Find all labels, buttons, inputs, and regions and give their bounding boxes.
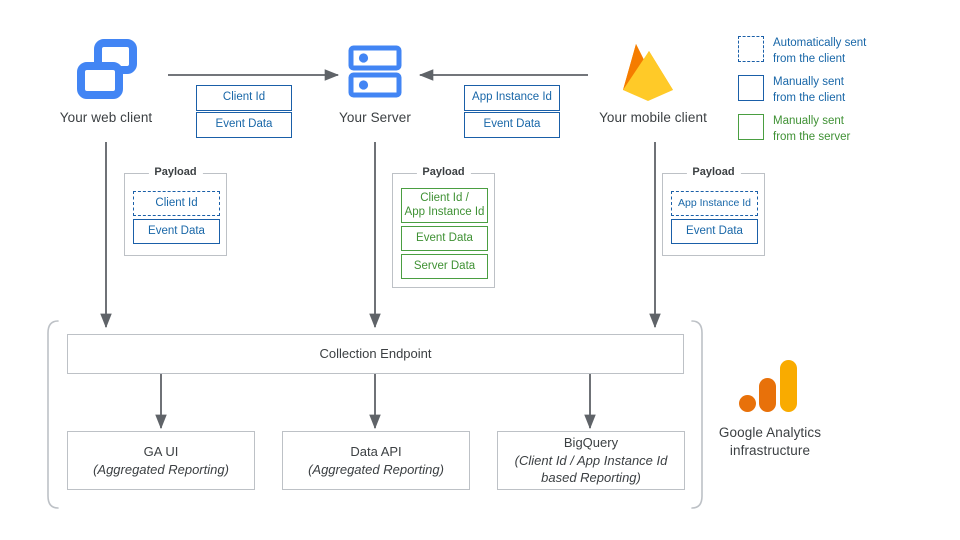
legend-swatch-dashed-blue-icon bbox=[738, 36, 764, 62]
payload-legend: Payload bbox=[148, 166, 203, 178]
chip-web-client-id: Client Id bbox=[196, 85, 292, 111]
google-analytics-logo bbox=[738, 357, 800, 419]
payload-server: Payload Client Id / App Instance Id Even… bbox=[392, 166, 495, 288]
server-icon bbox=[348, 45, 402, 99]
legend-line2: from the server bbox=[773, 130, 851, 143]
legend-line1: Manually sent bbox=[773, 115, 844, 127]
chip-mobile-app-instance-id: App Instance Id bbox=[464, 85, 560, 111]
legend-line1: Manually sent bbox=[773, 76, 844, 88]
output-subtitle: (Aggregated Reporting) bbox=[93, 461, 229, 477]
payload-legend: Payload bbox=[686, 166, 741, 178]
payload-legend: Payload bbox=[416, 166, 471, 178]
payload-item-line1: Client Id / bbox=[420, 192, 469, 205]
payload-item-event-data: Event Data bbox=[671, 219, 758, 244]
payload-item-event-data: Event Data bbox=[401, 226, 488, 251]
legend-item-manually-sent-client: Manually sent from the client bbox=[738, 75, 845, 106]
chip-web-event-data: Event Data bbox=[196, 112, 292, 138]
output-title: GA UI bbox=[143, 443, 179, 459]
legend-line2: from the client bbox=[773, 91, 846, 104]
payload-item-server-data: Server Data bbox=[401, 254, 488, 279]
legend-line2: from the client bbox=[773, 52, 846, 65]
legend-item-text: Automatically sent from the client bbox=[773, 36, 866, 67]
ga-infrastructure-label-line2: infrastructure bbox=[729, 443, 811, 459]
ga-infrastructure-label: Google Analytics infrastructure bbox=[690, 424, 850, 460]
ga-infrastructure-label-line1: Google Analytics bbox=[718, 425, 822, 440]
payload-item-line2: App Instance Id bbox=[404, 205, 485, 218]
collection-endpoint-label: Collection Endpoint bbox=[319, 346, 432, 362]
bracket-left bbox=[47, 320, 59, 509]
bracket-right bbox=[691, 320, 703, 509]
collection-endpoint-box: Collection Endpoint bbox=[67, 334, 684, 374]
web-client-label: Your web client bbox=[59, 110, 153, 125]
legend-item-text: Manually sent from the server bbox=[773, 114, 850, 145]
payload-item-client-id: Client Id bbox=[133, 191, 220, 216]
windows-icon bbox=[76, 38, 138, 100]
payload-item-client-or-app-instance-id: Client Id / App Instance Id bbox=[401, 188, 488, 223]
payload-item-app-instance-id: App Instance Id bbox=[671, 191, 758, 216]
output-subtitle: (Client Id / App Instance Id bbox=[514, 452, 668, 468]
legend-line1: Automatically sent bbox=[773, 37, 867, 49]
output-subtitle: (Aggregated Reporting) bbox=[308, 461, 444, 477]
payload-web-client: Payload Client Id Event Data bbox=[124, 166, 227, 256]
output-box-ga-ui: GA UI (Aggregated Reporting) bbox=[67, 431, 255, 490]
legend-item-manually-sent-server: Manually sent from the server bbox=[738, 114, 850, 145]
legend-item-text: Manually sent from the client bbox=[773, 75, 845, 106]
mobile-client-label: Your mobile client bbox=[599, 110, 707, 125]
output-title: Data API bbox=[350, 443, 402, 459]
legend-item-automatically-sent-client: Automatically sent from the client bbox=[738, 36, 866, 67]
payload-item-event-data: Event Data bbox=[133, 219, 220, 244]
output-box-bigquery: BigQuery (Client Id / App Instance Id ba… bbox=[497, 431, 685, 490]
legend-swatch-solid-blue-icon bbox=[738, 75, 764, 101]
server-label: Your Server bbox=[339, 110, 411, 125]
chip-mobile-event-data: Event Data bbox=[464, 112, 560, 138]
legend-swatch-solid-green-icon bbox=[738, 114, 764, 140]
output-box-data-api: Data API (Aggregated Reporting) bbox=[282, 431, 470, 490]
output-title: BigQuery bbox=[563, 435, 619, 451]
output-subtitle-2: based Reporting) bbox=[541, 470, 641, 486]
firebase-flame-icon bbox=[616, 38, 680, 104]
payload-mobile-client: Payload App Instance Id Event Data bbox=[662, 166, 765, 256]
